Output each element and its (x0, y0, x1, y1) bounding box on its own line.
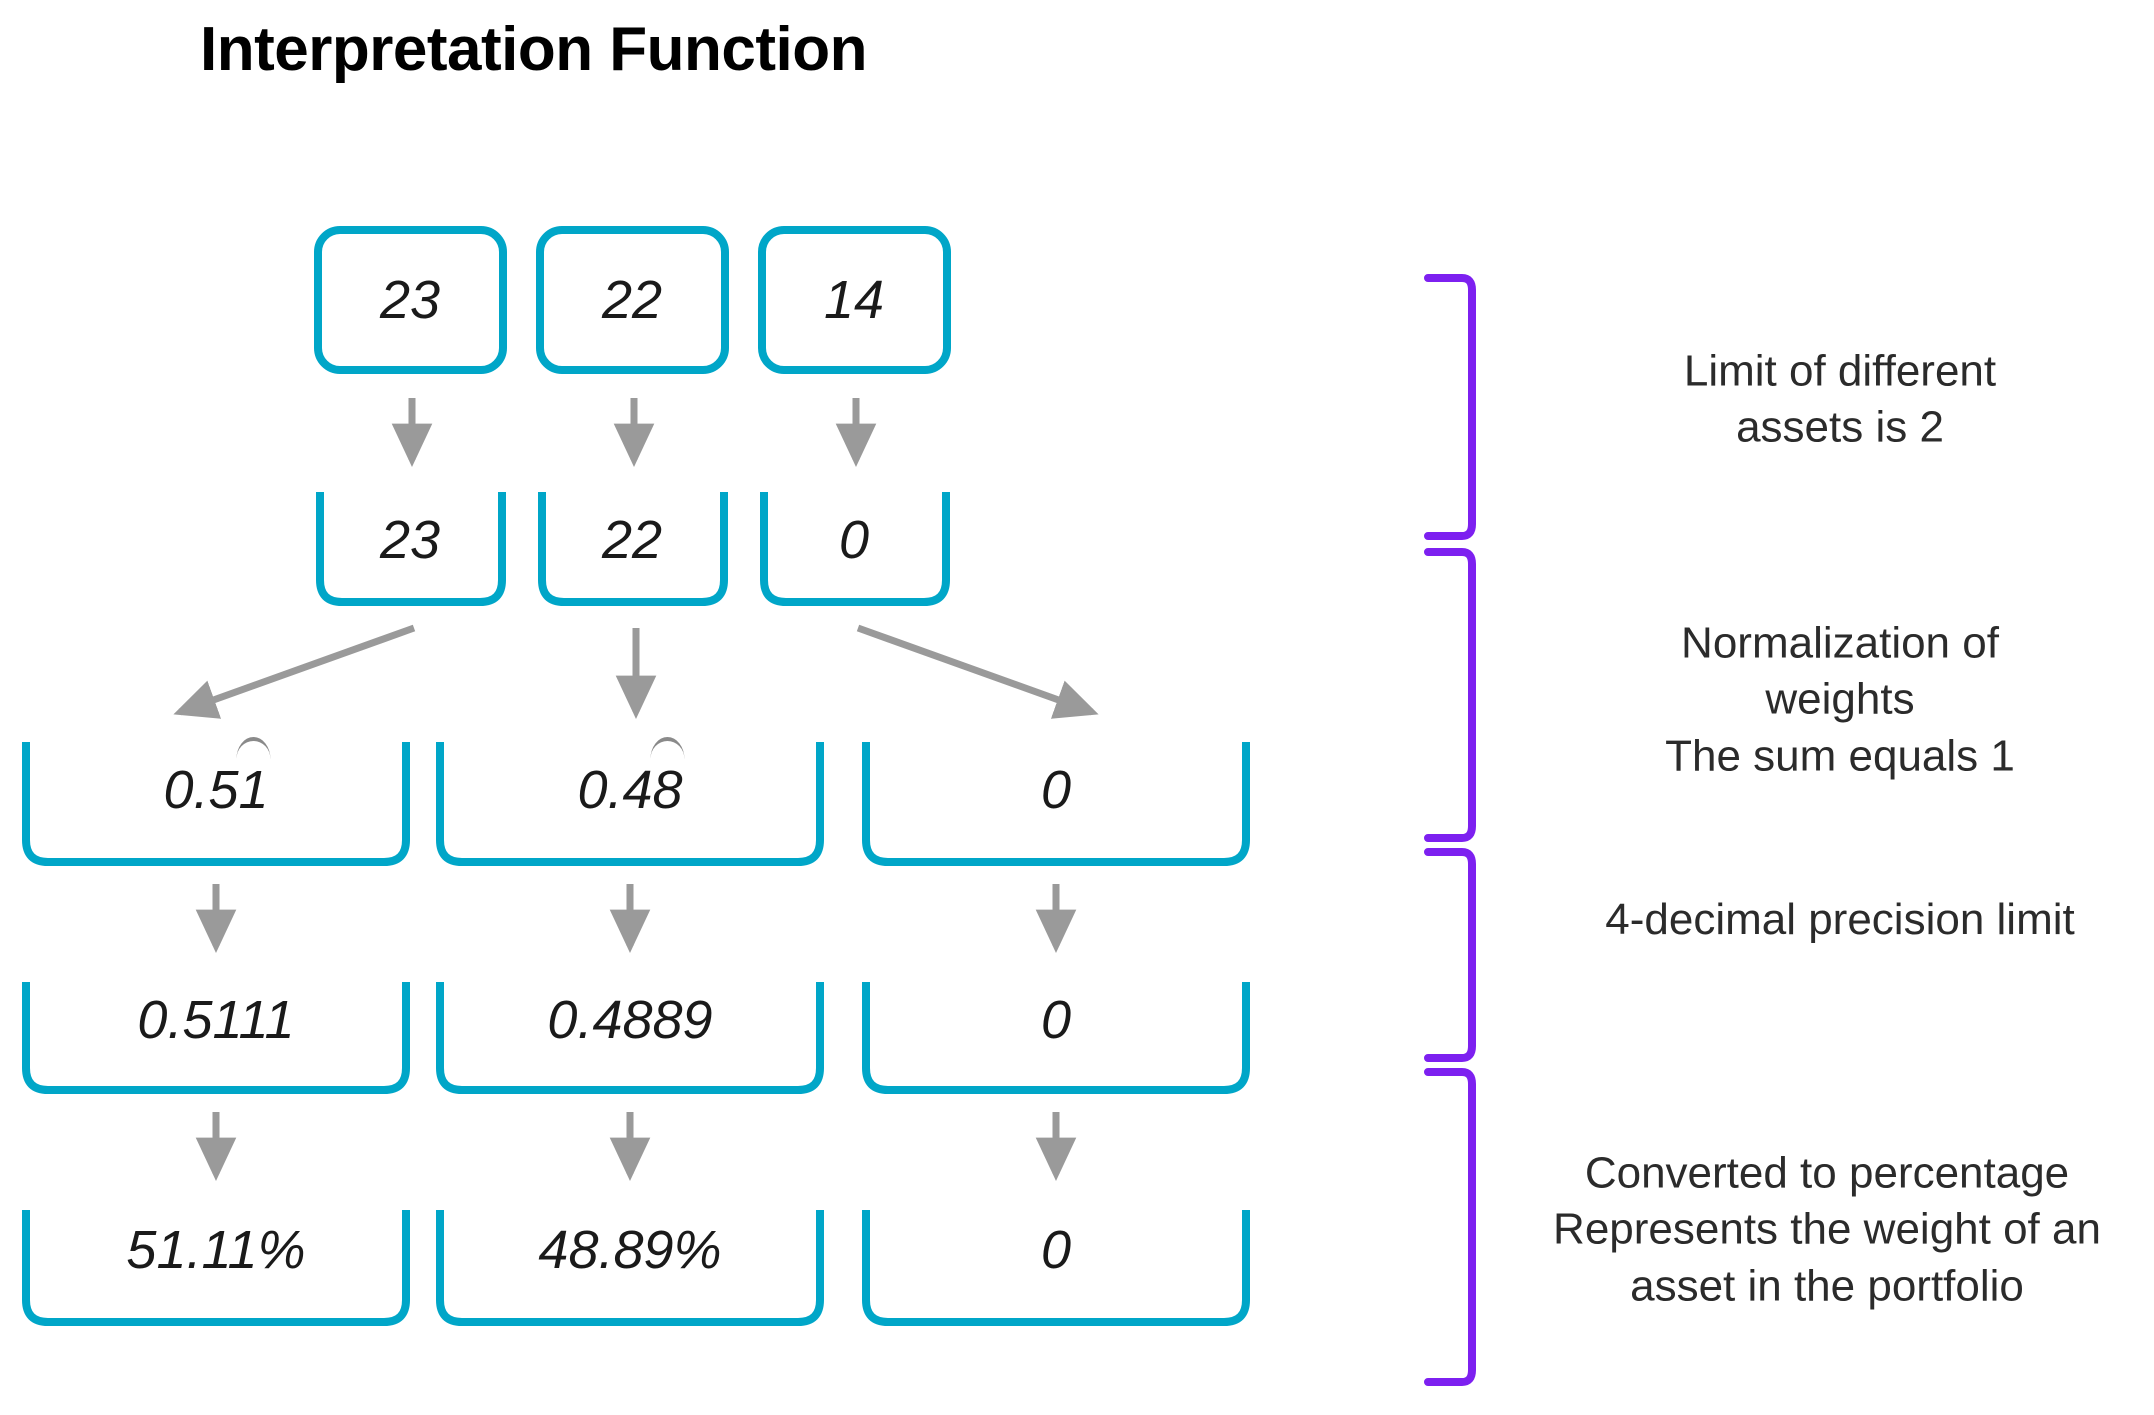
bracket-percentage (1424, 1068, 1476, 1386)
annotation-percentage: Converted to percentage Represents the w… (1553, 1148, 2101, 1311)
bracket-normalization (1424, 548, 1476, 842)
bracket-limit (1424, 274, 1476, 540)
node-value-raw-2: 14 (823, 270, 885, 330)
node-value-normalized-1: 0.48 (577, 737, 685, 821)
repeating-decimal-arc-icon (236, 737, 271, 759)
node-value-limit-1: 22 (601, 510, 663, 570)
node-value-raw-0: 23 (379, 270, 441, 330)
annotation-normalization: Normalization of weights The sum equals … (1665, 618, 2015, 781)
arrows-row4-row5 (195, 1112, 1077, 1182)
row-percentage-weights (22, 1210, 1250, 1326)
annotation-precision: 4-decimal precision limit (1605, 894, 2075, 944)
node-value-normalized-2: 0 (1040, 760, 1072, 820)
page-title: Interpretation Function (200, 15, 868, 84)
arrows-row3-row4 (195, 884, 1077, 954)
node-value-limit-0: 23 (379, 510, 441, 570)
node-value-text: 0.51 (163, 760, 269, 820)
annotation-limit: Limit of different assets is 2 (1683, 346, 1997, 452)
node-value-raw-1: 22 (601, 270, 663, 330)
repeating-decimal-arc-icon (650, 737, 685, 759)
node-value-text: 0.48 (577, 760, 683, 820)
node-value-limit-2: 0 (838, 510, 870, 570)
bracket-precision (1424, 848, 1476, 1062)
node-value-percentage-0: 51.11% (126, 1220, 306, 1280)
node-value-rounded-2: 0 (1040, 990, 1072, 1050)
row-asset-limit (316, 492, 950, 606)
repeating-decimal-wrapper: 0.51 (163, 737, 271, 821)
node-value-percentage-2: 0 (1040, 1220, 1072, 1280)
arrows-row1-row2 (391, 398, 877, 468)
node-value-rounded-0: 0.5111 (137, 990, 295, 1050)
row-normalized-weights (22, 742, 1250, 866)
repeating-decimal-wrapper: 0.48 (577, 737, 685, 821)
node-value-rounded-1: 0.4889 (547, 990, 713, 1050)
row-rounded-weights (22, 982, 1250, 1094)
node-value-percentage-1: 48.89% (538, 1220, 722, 1280)
row-raw-scores (314, 226, 951, 374)
node-value-normalized-0: 0.51 (163, 737, 271, 821)
arrows-row2-row3 (173, 624, 1099, 720)
